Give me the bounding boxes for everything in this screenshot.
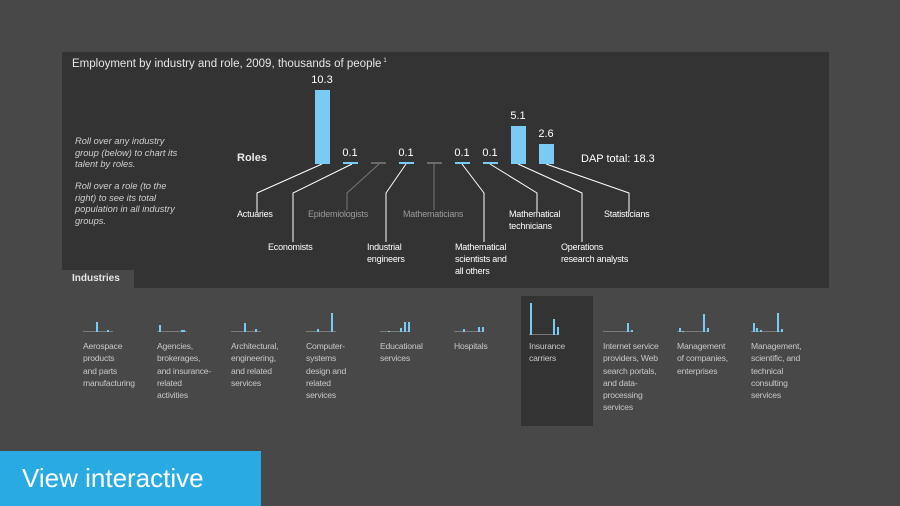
- role-mathematicians[interactable]: Mathematicians: [403, 209, 464, 219]
- mini-chart: [751, 296, 813, 332]
- bar-actuaries[interactable]: [315, 90, 330, 164]
- industry-label: Hospitals: [454, 341, 488, 351]
- mini-chart: [529, 299, 591, 335]
- bar-math-scientists[interactable]: [455, 162, 470, 164]
- industry-label: Agencies,brokerages,and insurance-relate…: [157, 341, 212, 401]
- view-interactive-label: View interactive: [22, 463, 204, 493]
- chart-title: Employment by industry and role, 2009, t…: [72, 58, 387, 70]
- role-statisticians[interactable]: Statisticians: [604, 209, 650, 219]
- bar-industrial-engineers[interactable]: [399, 162, 414, 164]
- mini-chart: [380, 296, 442, 332]
- industry-agencies[interactable]: Agencies,brokerages,and insurance-relate…: [149, 296, 221, 426]
- mini-chart: [306, 296, 368, 332]
- bar-economists[interactable]: [343, 162, 358, 164]
- footnote-marker: 1: [383, 58, 387, 64]
- value-actuaries: 10.3: [311, 74, 333, 86]
- mini-chart: [83, 296, 145, 332]
- mini-chart: [454, 296, 516, 332]
- role-actuaries[interactable]: Actuaries: [237, 209, 273, 219]
- view-interactive-button[interactable]: View interactive: [0, 451, 261, 506]
- value-math-technicians: 0.1: [482, 147, 498, 159]
- bar-operations-research[interactable]: [511, 126, 526, 164]
- bar-epidemiologists[interactable]: [371, 162, 386, 164]
- value-operations-research: 5.1: [510, 110, 526, 122]
- bar-statisticians[interactable]: [539, 144, 554, 164]
- mini-chart: [231, 296, 293, 332]
- value-statisticians: 2.6: [538, 128, 554, 140]
- dap-total: DAP total: 18.3: [581, 153, 655, 165]
- industries-tab: Industries: [62, 270, 134, 288]
- value-industrial-engineers: 0.1: [398, 147, 414, 159]
- mini-chart: [157, 296, 219, 332]
- roles-label: Roles: [237, 152, 267, 164]
- role-epidemiologists[interactable]: Epidemiologists: [308, 209, 369, 219]
- industry-hospitals[interactable]: Hospitals: [446, 296, 518, 426]
- value-math-scientists: 0.1: [454, 147, 470, 159]
- instruction-role: Roll over a role (to the right) to see i…: [75, 181, 175, 226]
- bar-math-technicians[interactable]: [483, 162, 498, 164]
- mini-chart: [603, 296, 665, 332]
- bar-mathematicians[interactable]: [427, 162, 442, 164]
- value-economists: 0.1: [342, 147, 358, 159]
- mini-chart: [677, 296, 739, 332]
- role-economists[interactable]: Economists: [268, 242, 313, 252]
- instruction-industry: Roll over any industry group (below) to …: [75, 136, 178, 170]
- chart-panel: [62, 52, 829, 288]
